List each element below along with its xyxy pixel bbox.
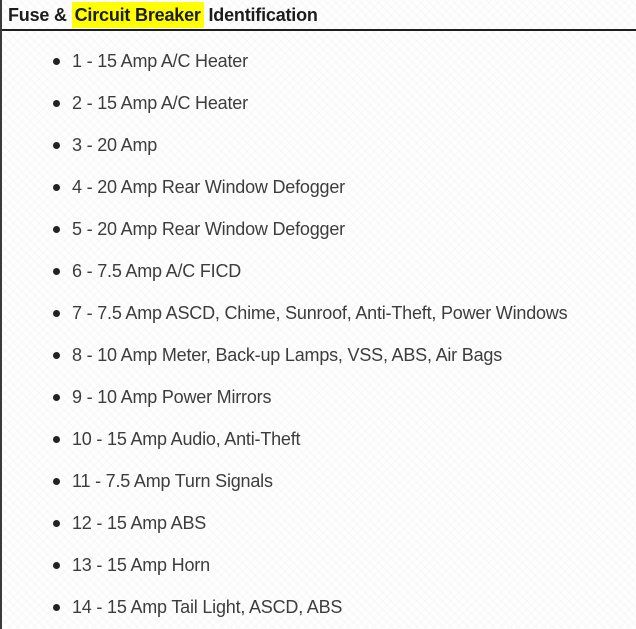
list-item: 6 - 7.5 Amp A/C FICD — [2, 250, 636, 292]
bullet-icon — [53, 562, 60, 569]
search-highlight: Circuit Breaker — [71, 2, 204, 28]
bullet-icon — [53, 478, 60, 485]
list-item: 2 - 15 Amp A/C Heater — [2, 82, 636, 124]
list-item: 8 - 10 Amp Meter, Back-up Lamps, VSS, AB… — [2, 334, 636, 376]
list-item-label: 12 - 15 Amp ABS — [72, 513, 207, 533]
page-title: Fuse & Circuit Breaker Identification — [8, 2, 636, 28]
list-item-label: 2 - 15 Amp A/C Heater — [72, 93, 248, 113]
bullet-icon — [53, 100, 60, 107]
bullet-icon — [53, 394, 60, 401]
list-item-label: 5 - 20 Amp Rear Window Defogger — [72, 219, 345, 239]
list-item: 4 - 20 Amp Rear Window Defogger — [2, 166, 636, 208]
list-item: 14 - 15 Amp Tail Light, ASCD, ABS — [2, 586, 636, 628]
bullet-icon — [53, 604, 60, 611]
bullet-icon — [53, 436, 60, 443]
list-item-label: 9 - 10 Amp Power Mirrors — [72, 387, 272, 407]
bullet-icon — [53, 310, 60, 317]
list-item-label: 4 - 20 Amp Rear Window Defogger — [72, 177, 345, 197]
list-item-label: 11 - 7.5 Amp Turn Signals — [72, 471, 273, 491]
list-item-label: 3 - 20 Amp — [72, 135, 158, 155]
list-item: 12 - 15 Amp ABS — [2, 502, 636, 544]
list-item: 13 - 15 Amp Horn — [2, 544, 636, 586]
list-item: 11 - 7.5 Amp Turn Signals — [2, 460, 636, 502]
list-item: 9 - 10 Amp Power Mirrors — [2, 376, 636, 418]
list-item: 10 - 15 Amp Audio, Anti-Theft — [2, 418, 636, 460]
list-item-label: 1 - 15 Amp A/C Heater — [72, 51, 248, 71]
list-item-label: 7 - 7.5 Amp ASCD, Chime, Sunroof, Anti-T… — [72, 303, 568, 323]
list-item-label: 8 - 10 Amp Meter, Back-up Lamps, VSS, AB… — [72, 345, 503, 365]
bullet-icon — [53, 268, 60, 275]
page-title-post: Identification — [203, 5, 318, 25]
bullet-icon — [53, 184, 60, 191]
list-item-label: 10 - 15 Amp Audio, Anti-Theft — [72, 429, 301, 449]
list-item-label: 14 - 15 Amp Tail Light, ASCD, ABS — [72, 597, 343, 617]
title-divider — [2, 29, 636, 31]
list-item-label: 6 - 7.5 Amp A/C FICD — [72, 261, 242, 281]
page-title-pre: Fuse & — [8, 5, 72, 25]
list-item: 3 - 20 Amp — [2, 124, 636, 166]
bullet-icon — [53, 226, 60, 233]
bullet-icon — [53, 58, 60, 65]
fuse-list: 1 - 15 Amp A/C Heater 2 - 15 Amp A/C Hea… — [2, 40, 636, 628]
bullet-icon — [53, 142, 60, 149]
list-item: 1 - 15 Amp A/C Heater — [2, 40, 636, 82]
list-item: 5 - 20 Amp Rear Window Defogger — [2, 208, 636, 250]
bullet-icon — [53, 520, 60, 527]
list-item-label: 13 - 15 Amp Horn — [72, 555, 210, 575]
list-item: 7 - 7.5 Amp ASCD, Chime, Sunroof, Anti-T… — [2, 292, 636, 334]
bullet-icon — [53, 352, 60, 359]
